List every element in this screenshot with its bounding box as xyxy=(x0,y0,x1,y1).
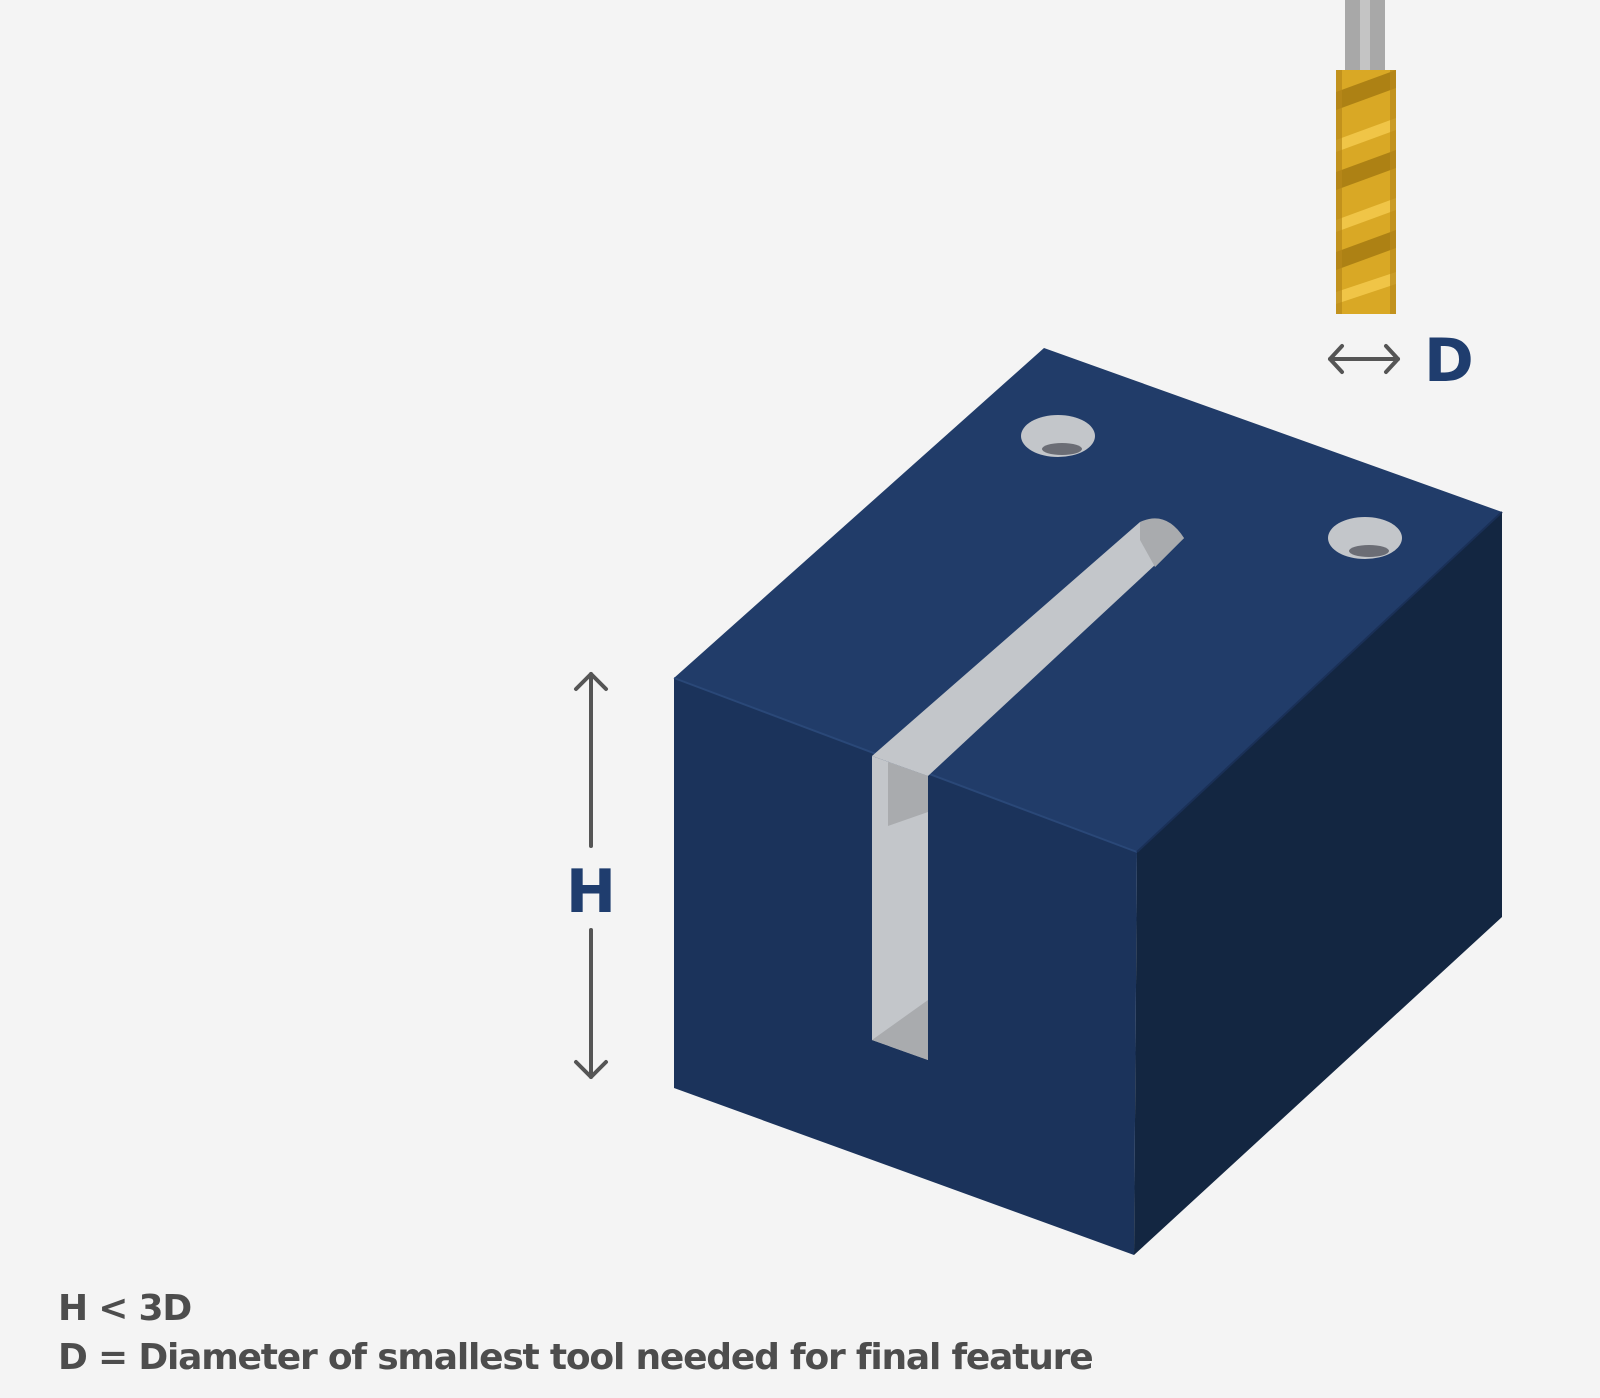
caption-diameter-definition: D = Diameter of smallest tool needed for… xyxy=(58,1337,1094,1378)
slot-top-opening xyxy=(872,522,1184,776)
double-arrow-horizontal-icon xyxy=(1328,344,1400,374)
caption-height-rule: H < 3D xyxy=(58,1288,192,1329)
end-mill-icon xyxy=(1336,0,1396,314)
tool-shank-highlight xyxy=(1360,0,1370,72)
slot-feature xyxy=(872,518,1184,1060)
slot-inner-shadow xyxy=(888,762,928,826)
slot-bottom-shadow xyxy=(872,1000,928,1060)
slot-front-wall xyxy=(872,756,928,1060)
hole-left xyxy=(1021,415,1095,457)
block-side-face xyxy=(1134,512,1502,1255)
workpiece-block xyxy=(673,348,1503,1255)
hole-right xyxy=(1328,517,1402,559)
double-arrow-vertical-icon xyxy=(574,672,608,1079)
tool-flute-body xyxy=(1336,70,1396,314)
slot-end-round xyxy=(1140,518,1184,567)
diameter-label: D xyxy=(1424,326,1474,396)
tool-flute-helix xyxy=(1336,70,1396,314)
height-label: H xyxy=(566,857,616,927)
